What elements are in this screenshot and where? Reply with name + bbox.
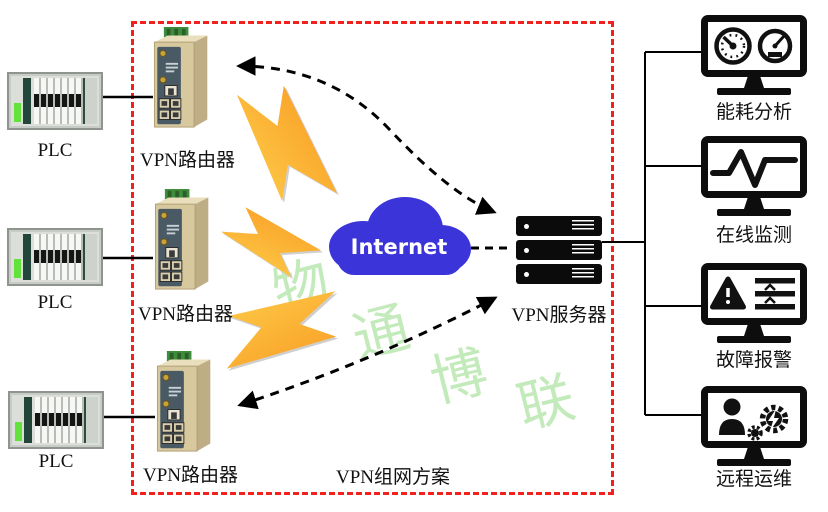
server-vent-icon (572, 220, 594, 232)
solution-box-label: VPN组网方案 (336, 467, 451, 488)
plc-label: PLC (37, 292, 73, 313)
monitor-screen (701, 263, 807, 325)
monitor-base (717, 336, 791, 343)
plc-device (8, 391, 104, 449)
plc-status-led (15, 422, 22, 441)
plc-status-led (14, 103, 21, 122)
monitor-stand (744, 448, 764, 459)
plc-io-modules (34, 234, 84, 280)
plc-power-module (23, 234, 31, 280)
plc-device (7, 228, 103, 286)
vpn-tunnel-bottom-arrow (237, 296, 498, 410)
maintenance-icon (719, 398, 789, 441)
plc-end-module (84, 397, 98, 443)
monitor-stand (744, 325, 764, 336)
monitor-fault-alarm (701, 263, 807, 343)
monitor-label: 远程运维 (715, 469, 792, 490)
server-unit (516, 240, 602, 260)
monitor-base (717, 88, 791, 95)
monitor-screen (701, 136, 807, 198)
gauges-icon (714, 27, 793, 65)
monitor-stand (744, 198, 764, 209)
plc-status-led (14, 259, 21, 278)
alarm-icon (710, 276, 795, 310)
lightning-bolt (221, 78, 353, 210)
plc-power-module (24, 397, 32, 443)
plc-power-module (23, 78, 31, 124)
monitor-screen (701, 386, 807, 448)
server-power-led (524, 271, 529, 277)
vpn-tunnel-top-arrow (236, 56, 497, 215)
cloud-label: Internet (351, 235, 448, 259)
plc-end-module (83, 234, 97, 280)
server-power-led (524, 247, 529, 253)
vpn-server (516, 216, 602, 288)
plc-label: PLC (37, 140, 73, 161)
monitor-base (717, 209, 791, 216)
waveform-icon (710, 149, 798, 188)
lightning-bolt (215, 185, 327, 297)
plc-device (7, 72, 103, 130)
server-vent-icon (572, 244, 594, 256)
monitor-remote-maintenance (701, 386, 807, 466)
vpn-router-label: VPN路由器 (143, 465, 239, 486)
server-power-led (524, 223, 529, 229)
monitor-stand (744, 77, 764, 88)
monitor-label: 在线监测 (715, 225, 792, 246)
vpn-router-device (153, 26, 208, 128)
plc-io-modules (34, 78, 84, 124)
vpn-router-label: VPN路由器 (138, 304, 234, 325)
monitor-label: 故障报警 (715, 350, 792, 371)
plc-label: PLC (38, 451, 74, 472)
plc-end-module (83, 78, 97, 124)
server-unit (516, 264, 602, 284)
monitor-base (717, 459, 791, 466)
server-unit (516, 216, 602, 236)
monitor-screen (701, 15, 807, 77)
vpn-router-label: VPN路由器 (140, 150, 236, 171)
vpn-router-device (154, 188, 209, 290)
lightning-bolt (211, 260, 351, 400)
internet-cloud: Internet (329, 197, 471, 275)
monitor-online-monitoring (701, 136, 807, 216)
vpn-server-label: VPN服务器 (511, 305, 607, 326)
plc-io-modules (35, 397, 85, 443)
monitor-label: 能耗分析 (715, 102, 792, 123)
monitor-energy-analysis (701, 15, 807, 95)
vpn-router-device (156, 350, 211, 452)
server-vent-icon (572, 268, 594, 280)
